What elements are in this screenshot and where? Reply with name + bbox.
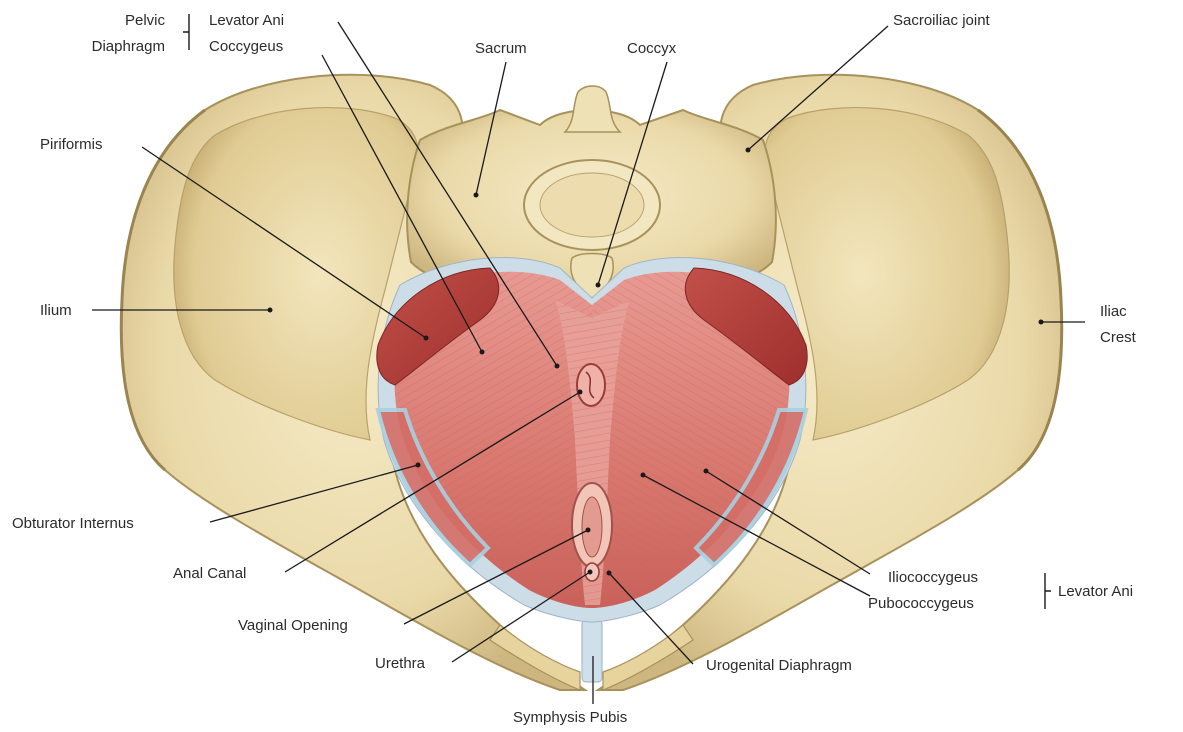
label-pubococcygeus: Pubococcygeus bbox=[868, 595, 974, 612]
label-sacrum: Sacrum bbox=[475, 40, 527, 57]
dot-sacrum bbox=[474, 193, 479, 198]
anal-canal-opening bbox=[577, 364, 605, 406]
dot-iliac-crest bbox=[1039, 320, 1044, 325]
dot-piriformis bbox=[424, 336, 429, 341]
label-pelvic: Pelvic bbox=[125, 12, 166, 29]
dot-ilium bbox=[268, 308, 273, 313]
dot-urethra bbox=[588, 570, 593, 575]
dot-urogenital bbox=[607, 571, 612, 576]
label-levator-ani-top: Levator Ani bbox=[209, 12, 284, 29]
vertebral-body-inner bbox=[540, 173, 644, 237]
label-urogenital-diaphragm: Urogenital Diaphragm bbox=[706, 657, 852, 674]
dot-anal-canal bbox=[578, 390, 583, 395]
label-iliac: Iliac bbox=[1100, 303, 1127, 320]
bracket-pelvic-diaphragm bbox=[183, 14, 189, 50]
label-levator-ani-right: Levator Ani bbox=[1058, 583, 1133, 600]
bracket-levator-ani-right bbox=[1045, 573, 1051, 609]
label-coccygeus: Coccygeus bbox=[209, 38, 283, 55]
label-urethra: Urethra bbox=[375, 655, 426, 672]
dot-pubococcygeus bbox=[641, 473, 646, 478]
dot-coccyx bbox=[596, 283, 601, 288]
dot-levator-ani bbox=[555, 364, 560, 369]
label-obturator-internus: Obturator Internus bbox=[12, 515, 134, 532]
spinous-process bbox=[565, 86, 620, 132]
vaginal-opening-inner bbox=[582, 497, 602, 557]
dot-coccygeus bbox=[480, 350, 485, 355]
dot-iliococcygeus bbox=[704, 469, 709, 474]
dot-vaginal bbox=[586, 528, 591, 533]
dot-sacroiliac bbox=[746, 148, 751, 153]
label-ilium: Ilium bbox=[40, 302, 72, 319]
label-symphysis-pubis: Symphysis Pubis bbox=[513, 709, 627, 726]
label-iliococcygeus: Iliococcygeus bbox=[888, 569, 978, 586]
label-crest: Crest bbox=[1100, 329, 1137, 346]
label-anal-canal: Anal Canal bbox=[173, 565, 246, 582]
label-sacroiliac-joint: Sacroiliac joint bbox=[893, 12, 991, 29]
label-piriformis: Piriformis bbox=[40, 136, 103, 153]
dot-obturator bbox=[416, 463, 421, 468]
label-coccyx: Coccyx bbox=[627, 40, 677, 57]
label-vaginal-opening: Vaginal Opening bbox=[238, 617, 348, 634]
label-diaphragm: Diaphragm bbox=[92, 38, 165, 55]
symphysis-pubis-cartilage bbox=[582, 620, 602, 682]
